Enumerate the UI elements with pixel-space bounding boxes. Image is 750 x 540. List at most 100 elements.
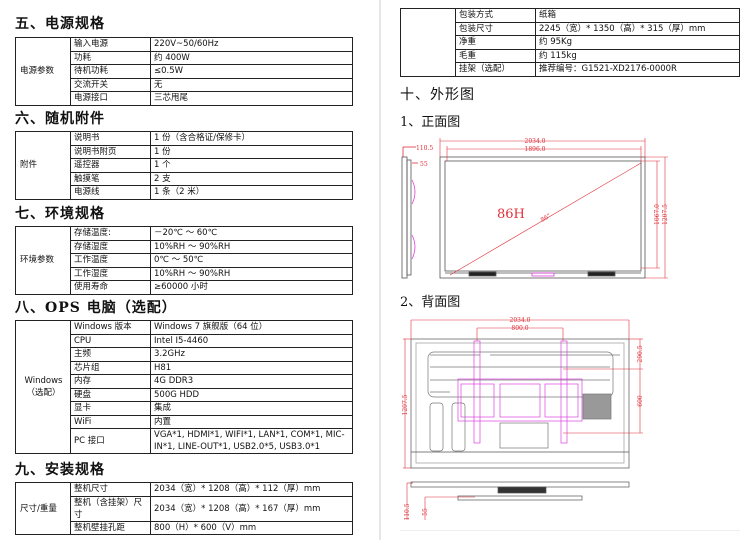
front-view-height-label: 1067.0 [654,204,661,225]
spec-value: Windows 7 旗舰版（64 位） [150,320,353,335]
spec-value: 500G HDD [150,387,353,402]
spec-value: 约 95Kg [535,35,740,50]
heading-power: 五、电源规格 [15,16,105,32]
spec-label: PC 接口 [70,428,151,454]
spec-value: 三芯甩尾 [150,91,353,106]
spec-value: 推荐编号：G1521-XD2176-0000R [535,62,740,77]
spec-label: 工作温度 [70,253,151,268]
rear-depth2-label: 55 [422,508,429,516]
front-view-width-label: 1896.0 [525,146,546,153]
front-width-label: 2034.0 [525,138,546,145]
front-view-drawing: 110.5 55 2034.0 1896.0 86H 86" 1067.0 12… [401,138,669,279]
spec-label: 主频 [70,347,151,362]
rear-hole-h-label: 800.0 [511,325,528,332]
heading-front-view: 1、正面图 [400,115,461,130]
spec-value: 3.2GHz [150,347,353,362]
table-row: 待机功耗≤0.5W [16,64,353,79]
rear-top-offset-label: 290.5 [637,345,644,362]
group-label: 环境参数 [15,226,71,295]
table-row: 毛重约 115kg [401,48,740,63]
spec-value: 2034（宽）* 1208（高）* 167（厚）mm [150,495,353,522]
spec-label: CPU [70,333,151,348]
front-height-label: 1207.5 [662,204,669,225]
front-screen [444,160,642,272]
rear-bottom-profile [410,481,630,501]
heading-environment: 七、环境规格 [15,206,105,222]
side-depth-label: 110.5 [416,145,433,152]
group-label: 附件 [15,131,71,200]
rear-vent [582,393,612,420]
spec-label: 包装尺寸 [455,21,536,36]
rear-height-label: 1207.5 [402,394,409,415]
wall-mount-bracket [457,340,583,444]
front-panel-buttons [531,272,555,277]
vent-grille [499,422,549,449]
spec-value: VGA*1, HDMI*1, WIFI*1, LAN*1, COM*1, MIC… [150,428,353,454]
heading-rear-view: 2、背面图 [400,295,461,310]
spec-value: ≥60000 小时 [150,280,353,295]
table-row: 包装方式纸箱 [400,8,740,77]
rear-width-label: 2034.0 [510,317,531,324]
group-label: Windows （选配） [15,320,71,454]
spec-value: 2245（宽）* 1350（高）* 315（厚）mm [535,21,740,36]
front-dimension-lines [439,138,668,279]
spec-label: 输入电源 [70,37,151,52]
rear-depth-label: 110.5 [404,503,411,520]
group-label: 电源参数 [15,37,71,106]
table-row: 电源接口三芯甩尾 [16,91,353,106]
spec-label: 电源接口 [70,91,151,106]
rear-dimension-lines [403,319,643,520]
spec-label: 整机（含挂架）尺寸 [70,495,151,522]
table-row: 使用寿命≥60000 小时 [16,280,353,295]
spec-value: 集成 [150,401,353,416]
table-row: 环境参数存储温度:－20℃ ～ 60℃ [15,226,353,295]
group-label: 尺寸/重量 [15,482,71,535]
spec-value: H81 [150,360,353,375]
table-row: 挂架（选配）推荐编号：G1521-XD2176-0000R [401,62,740,77]
spec-value: Intel I5-4460 [150,333,353,348]
table-row: 净重约 95Kg [401,35,740,50]
spec-label: 芯片组 [70,360,151,375]
front-bezel [439,156,646,279]
table-row: 显卡集成 [16,401,353,416]
speaker-right [587,271,616,277]
spec-value: 4G DDR3 [150,374,353,389]
heading-accessories: 六、随机附件 [15,111,105,127]
side-profile [401,146,418,279]
spec-value: 1 条（2 米） [150,185,353,200]
spec-value: 0℃ ～ 50℃ [150,253,353,268]
diagonal-label: 86" [540,212,553,223]
group-label [400,8,456,77]
heading-installation: 九、安装规格 [15,462,105,478]
spec-value: 220V~50/60Hz [150,37,353,52]
heading-drawings: 十、外形图 [400,87,475,103]
speaker-left [468,271,497,277]
table-row: 交流开关无 [16,77,353,92]
spec-value: 约 115kg [535,48,740,63]
side-depth2-label: 55 [420,161,428,168]
spec-value: 800（H）* 600（V）mm [150,520,353,535]
